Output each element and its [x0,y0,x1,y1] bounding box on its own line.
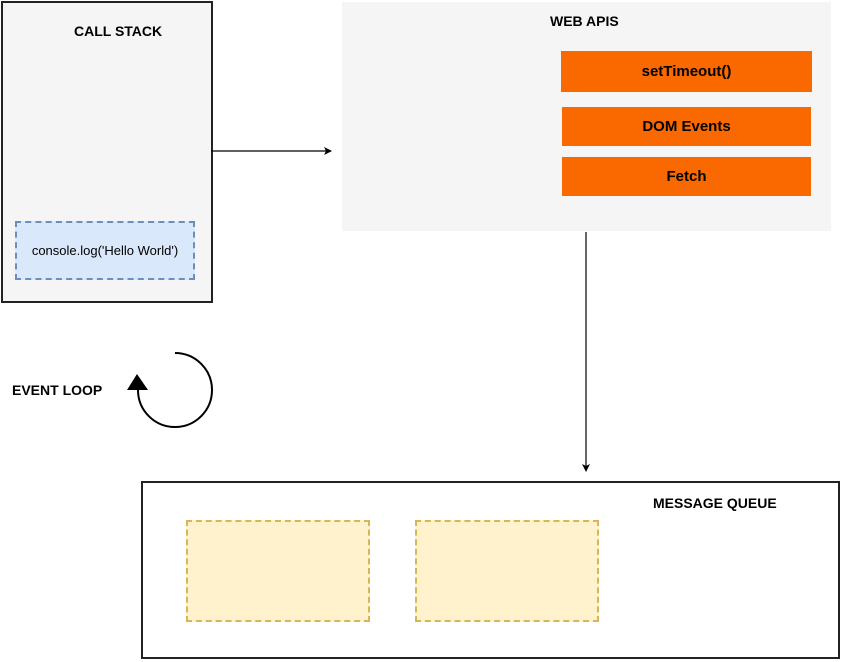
message-queue-title: MESSAGE QUEUE [653,495,777,511]
web-api-fetch: Fetch [562,157,811,196]
queue-slot [415,520,599,622]
web-api-settimeout: setTimeout() [561,51,812,92]
queue-slot [186,520,370,622]
event-loop-arrowhead-icon [127,374,148,390]
call-stack-title: CALL STACK [74,23,163,39]
web-api-dom-events: DOM Events [562,107,811,146]
web-api-settimeout-label: setTimeout() [641,63,732,80]
event-loop-label: EVENT LOOP [12,382,103,398]
web-apis-title: WEB APIS [550,13,619,29]
web-api-fetch-label: Fetch [666,168,707,185]
stack-frame: console.log('Hello World') [15,221,195,280]
web-api-dom-events-label: DOM Events [642,118,731,135]
stack-frame-label: console.log('Hello World') [31,243,179,258]
event-loop-icon [137,352,213,428]
